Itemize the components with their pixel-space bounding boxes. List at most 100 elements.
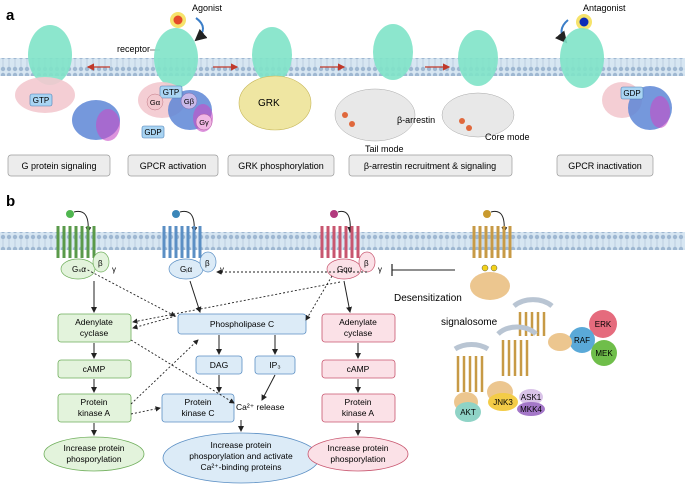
phosphate-marker xyxy=(481,264,489,272)
receptor-structure xyxy=(252,27,292,83)
gtp-badge xyxy=(159,85,183,99)
g-beta-label: Gβ xyxy=(184,97,195,106)
antagonist-label: Antagonist xyxy=(583,3,626,13)
receptor-structure xyxy=(373,24,413,80)
antagonist-icon xyxy=(579,17,589,27)
ask1-blob xyxy=(519,389,543,405)
dag-box xyxy=(195,355,243,375)
receptor-gs-group: Gₛα β γ xyxy=(56,210,116,280)
jnk3-blob xyxy=(488,393,518,411)
arrestin-structure xyxy=(441,92,515,138)
gtp-badge xyxy=(29,93,53,107)
gdp-label: GDP xyxy=(623,89,640,98)
camp-box xyxy=(321,359,396,379)
membrane-arc xyxy=(512,297,554,309)
g-alpha-label: Gₛα xyxy=(72,265,86,274)
g-gamma-label: Gγ xyxy=(199,118,209,127)
plc-box xyxy=(177,313,307,335)
g-alpha-circle xyxy=(146,93,164,111)
mkk4-blob xyxy=(517,402,545,416)
stage-label-arrestin-recruitment: β-arrestin recruitment & signaling xyxy=(364,161,496,171)
membrane-arc xyxy=(453,342,490,352)
camp-box xyxy=(57,359,132,379)
ip3-box xyxy=(254,355,296,375)
crosstalk-arrow xyxy=(132,315,177,330)
membrane-arc xyxy=(496,324,538,336)
erk-blob xyxy=(589,310,617,338)
gamma-label: γ xyxy=(220,265,224,274)
ligand-icon xyxy=(66,210,74,218)
membrane-b xyxy=(0,232,685,250)
crosstalk-arrow xyxy=(130,406,161,415)
erk-label: ERK xyxy=(595,320,612,329)
receptor-gi-group: Gqα β γ xyxy=(320,210,382,280)
receptor-helices xyxy=(320,226,360,258)
mek-blob xyxy=(591,340,617,366)
state-arrestin-core-mode: Core mode xyxy=(441,30,530,142)
state-g-protein-signaling: GTP xyxy=(15,25,120,141)
plc-label: Phospholipase C xyxy=(210,319,274,329)
pka-box xyxy=(321,393,396,423)
state-gpcr-activation: Agonist receptor GTP Gα Gβ Gγ GDP xyxy=(117,3,223,139)
crosstalk-arrow xyxy=(130,339,199,405)
gdp-label: GDP xyxy=(144,128,161,137)
core-mode-label: Core mode xyxy=(485,132,530,142)
arrestin-structure xyxy=(470,272,510,300)
phosphate-marker xyxy=(349,121,355,127)
beta-subunit xyxy=(92,251,110,273)
ligand-icon xyxy=(172,210,180,218)
g-gamma-structure xyxy=(650,96,670,128)
flow-arrow xyxy=(189,280,202,313)
gdp-badge xyxy=(141,125,165,139)
outcome-gs xyxy=(43,436,145,472)
g-alpha-label: Gᵢα xyxy=(180,265,192,274)
flow-arrow xyxy=(343,280,352,313)
desensitization-label: Desensitization xyxy=(394,293,462,304)
phosphate-marker xyxy=(490,264,498,272)
receptor-gq-group: Gᵢα β γ xyxy=(162,210,224,280)
stage-label-g-protein-signaling: G protein signaling xyxy=(21,161,96,171)
receptor-helices xyxy=(56,226,96,258)
stage-label-gpcr-activation: GPCR activation xyxy=(140,161,207,171)
beta-label: β xyxy=(364,259,369,268)
receptor-structure xyxy=(458,30,498,86)
ligand-arrow xyxy=(337,210,354,233)
receptor-helices xyxy=(501,340,529,376)
barrestin-label: β-arrestin xyxy=(397,115,435,125)
crosstalk-arrows xyxy=(83,267,367,415)
gamma-label: γ xyxy=(112,265,116,274)
g-beta-circle xyxy=(180,92,198,110)
agonist-arrow xyxy=(194,17,208,42)
receptor-helices xyxy=(162,226,202,258)
beta-subunit xyxy=(199,251,217,273)
raf-label: RAF xyxy=(574,336,590,345)
stage-box-2 xyxy=(127,154,219,177)
receptor-structure xyxy=(28,25,72,85)
panel-b-letter: b xyxy=(6,193,15,210)
grk-structure xyxy=(238,75,312,131)
tail-mode-label: Tail mode xyxy=(365,144,404,154)
stage-labels: G protein signaling GPCR activation GRK … xyxy=(7,154,654,177)
stage-box-5 xyxy=(556,154,654,177)
dag-label: DAG xyxy=(210,360,228,370)
receptor-arrestin-group xyxy=(470,210,512,300)
akt-blob xyxy=(455,402,481,422)
phosphate-marker xyxy=(342,112,348,118)
g-alpha-label: Gqα xyxy=(337,265,353,274)
stage-box-3 xyxy=(227,154,335,177)
crosstalk-arrow xyxy=(305,275,333,321)
signalosome-label: signalosome xyxy=(441,317,498,328)
raf-blob xyxy=(569,327,595,353)
pkc-box xyxy=(161,393,235,423)
flow-arrow xyxy=(261,374,276,401)
mkk4-label: MKK4 xyxy=(520,405,542,414)
camp-label: cAMP xyxy=(83,364,106,374)
